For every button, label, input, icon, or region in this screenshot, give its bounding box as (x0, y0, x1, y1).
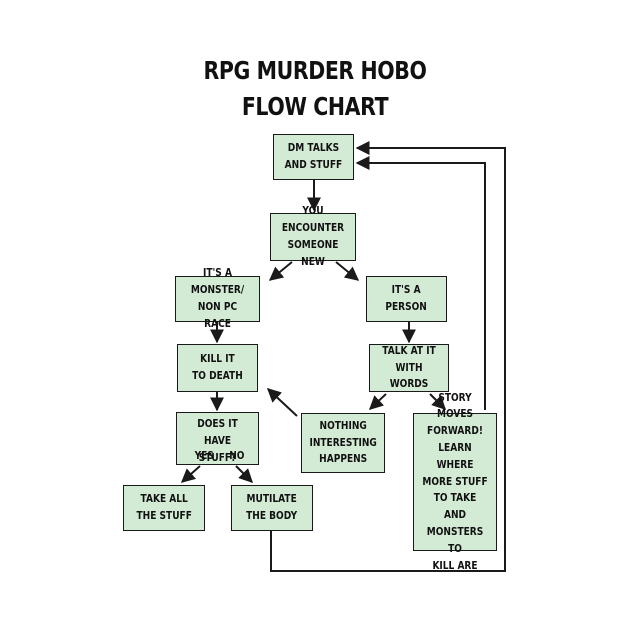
arrow-talk-to-nothing (368, 393, 387, 410)
node-mutilate-label: MUTILATE THE BODY (246, 493, 298, 522)
node-take-label: TAKE ALL THE STUFF (136, 493, 192, 522)
arrow-story-to-dm (355, 156, 486, 410)
node-talk-label: TALK AT IT WITH WORDS (382, 344, 436, 391)
node-dm-talks-label: DM TALKS AND STUFF (284, 142, 343, 171)
node-dm-talks: DM TALKS AND STUFF (273, 134, 354, 180)
chart-title-line-1: RPG MURDER HOBO (203, 56, 427, 85)
chart-title-line-2: FLOW CHART (241, 92, 389, 121)
node-encounter-label: YOU ENCOUNTER SOMEONE NEW (281, 205, 345, 268)
branch-yes-label: YES (194, 450, 214, 462)
arrow-encounter-to-monster (268, 261, 293, 281)
node-story-label: STORY MOVES FORWARD! LEARN WHERE MORE ST… (422, 391, 488, 572)
node-monster-label: IT'S A MONSTER/ NON PC RACE (190, 267, 245, 330)
node-kill-label: KILL IT TO DEATH (192, 353, 243, 382)
node-talk: TALK AT IT WITH WORDS (369, 344, 449, 392)
arrow-talk-to-story (429, 393, 446, 410)
node-person-label: IT'S A PERSON (385, 284, 428, 313)
node-story: STORY MOVES FORWARD! LEARN WHERE MORE ST… (413, 392, 497, 572)
branch-no-label: NO (229, 450, 245, 462)
node-nothing-label: NOTHING INTERESTING HAPPENS (309, 419, 377, 466)
arrow-no-to-mutilate (235, 465, 253, 483)
node-take: TAKE ALL THE STUFF (123, 485, 205, 531)
node-person: IT'S A PERSON (366, 276, 447, 322)
node-mutilate: MUTILATE THE BODY (231, 485, 313, 531)
node-encounter: YOU ENCOUNTER SOMEONE NEW (270, 205, 356, 268)
node-stuff-question: DOES IT HAVE STUFF? (176, 412, 259, 465)
node-nothing: NOTHING INTERESTING HAPPENS (301, 413, 385, 473)
arrow-yes-to-take (180, 465, 201, 483)
arrow-nothing-to-kill (266, 388, 298, 417)
arrow-encounter-to-person (335, 261, 360, 281)
arrow-mutilate-to-dm (270, 141, 506, 572)
node-kill: KILL IT TO DEATH (177, 344, 258, 392)
node-stuff-question-label: DOES IT HAVE STUFF? (197, 418, 238, 464)
node-monster: IT'S A MONSTER/ NON PC RACE (175, 267, 260, 330)
